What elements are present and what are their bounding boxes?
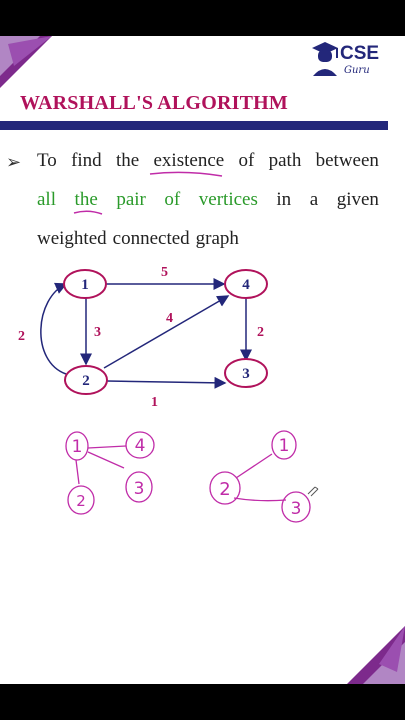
word: connected [112, 228, 190, 249]
graph-diagram: 5 3 2 4 2 1 1 2 3 4 [18, 265, 268, 410]
word: a [309, 189, 319, 210]
sketch-edge [233, 497, 287, 502]
sketch-label: 3 [291, 499, 302, 519]
sketch-label: 3 [134, 479, 145, 499]
sketch-node-3: 3 [125, 471, 153, 503]
word: existence [153, 150, 225, 171]
title-underline-bar [0, 121, 388, 130]
slide: CSE Guru WARSHALL'S ALGORITHM ➢ To find … [0, 36, 405, 684]
handwritten-sketch: 1 4 2 3 1 2 [65, 430, 319, 523]
weight-2-4: 4 [166, 311, 173, 326]
bullet-line-1: To find the existence of path between [37, 150, 379, 172]
word: weighted [37, 228, 107, 249]
brand-logo: CSE Guru [310, 40, 380, 84]
sketch-label: 2 [76, 492, 86, 510]
word: of [238, 150, 255, 171]
edge-2-4 [103, 295, 230, 369]
word: To [37, 150, 57, 171]
brand-name: CSE [340, 43, 380, 64]
sketch-node-r2: 2 [209, 471, 241, 505]
weight-1-2: 3 [94, 325, 101, 340]
weight-4-3: 2 [257, 325, 264, 340]
sketch-node-r1: 1 [271, 430, 297, 460]
pen-cursor-icon [307, 486, 319, 497]
weight-1-4: 5 [161, 265, 168, 280]
sketch-label: 4 [135, 436, 146, 456]
bullet-arrow-icon: ➢ [6, 152, 22, 172]
word: graph [195, 228, 239, 249]
graph-node-1: 1 [63, 269, 107, 299]
sketch-node-1: 1 [65, 431, 89, 461]
word: between [315, 150, 379, 171]
bullet-line-3: weighted connected graph [37, 228, 379, 250]
word: pair [116, 189, 146, 210]
graph-node-3: 3 [224, 358, 268, 388]
word: the [74, 189, 98, 210]
word: in [276, 189, 292, 210]
edge-2-1 [40, 282, 68, 375]
corner-decoration-top-left [0, 36, 52, 88]
graph-node-2: 2 [64, 365, 108, 395]
edge-2-3 [106, 376, 227, 389]
sketch-label: 1 [279, 436, 290, 456]
sketch-edge [87, 445, 127, 449]
brand-tagline: Guru [344, 65, 370, 76]
word: given [336, 189, 379, 210]
handwritten-underlines [73, 171, 223, 215]
corner-decoration-bottom-right [347, 626, 405, 684]
graph-node-4: 4 [224, 269, 268, 299]
sketch-edge [75, 459, 80, 485]
word: vertices [198, 189, 258, 210]
weight-2-1: 2 [18, 329, 25, 344]
underline-existence [149, 171, 223, 177]
sketch-node-4: 4 [125, 431, 155, 459]
word: of [164, 189, 181, 210]
node-label: 1 [81, 277, 89, 293]
sketch-node-r3: 3 [281, 491, 311, 523]
word: path [268, 150, 302, 171]
sketch-edge [87, 451, 125, 469]
bullet-line-2: all the pair of vertices in a given [37, 189, 379, 211]
graduate-icon [312, 42, 338, 76]
slide-title: WARSHALL'S ALGORITHM [20, 92, 288, 114]
underline-the [73, 210, 103, 215]
node-label: 4 [242, 277, 250, 293]
word: find [71, 150, 102, 171]
node-label: 2 [82, 373, 90, 389]
word: the [115, 150, 140, 171]
node-label: 3 [242, 366, 250, 382]
sketch-label: 1 [72, 437, 83, 457]
word: all [37, 189, 56, 210]
weight-2-3: 1 [151, 395, 158, 410]
sketch-node-2: 2 [67, 485, 95, 515]
sketch-label: 2 [219, 479, 230, 500]
sketch-edge [235, 453, 273, 479]
